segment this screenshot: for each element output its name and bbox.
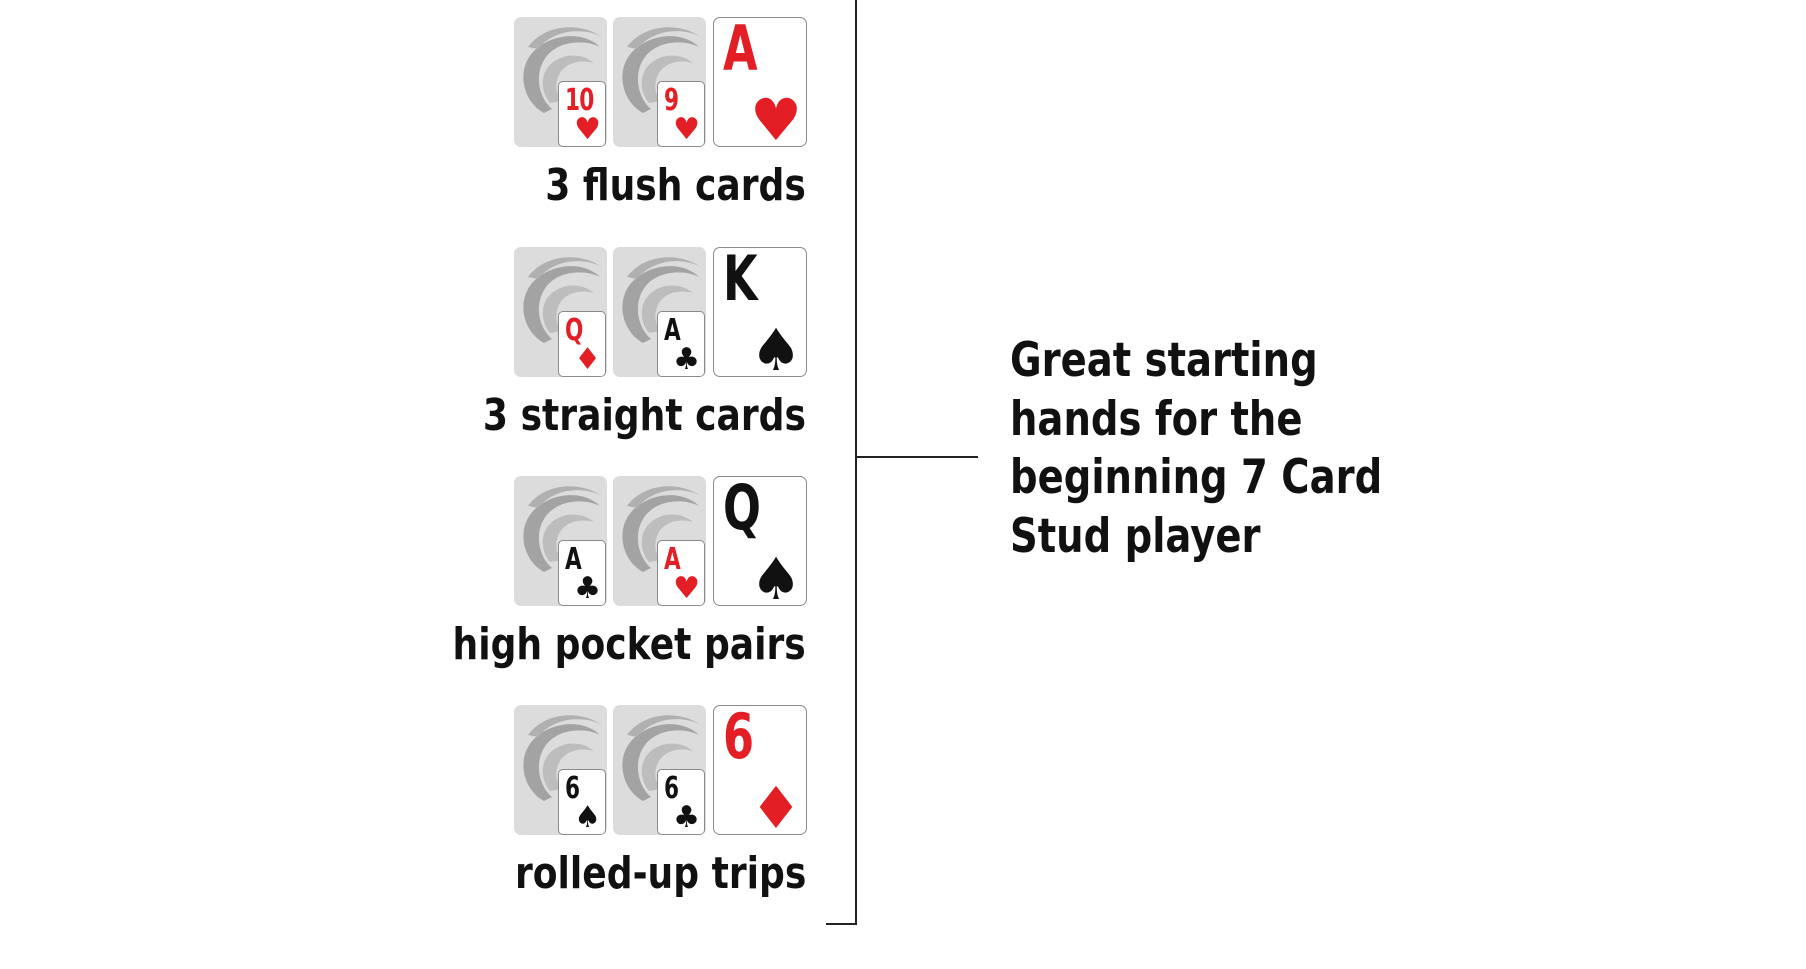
- card-back-logo-icon: [523, 257, 602, 343]
- up-card: A♥: [713, 12, 807, 152]
- card-rank: K: [723, 242, 758, 315]
- hole-card: A♣: [613, 247, 706, 377]
- card-suit-icon: ♥: [574, 112, 601, 147]
- hole-card: 6♣: [613, 705, 706, 835]
- hand-label: high pocket pairs: [452, 619, 806, 670]
- card-rank: 10: [565, 83, 594, 118]
- up-card: K♠: [713, 242, 807, 382]
- bracket-vertical-line: [855, 0, 857, 925]
- hole-card: 6♠: [514, 705, 607, 835]
- card-suit-icon: ♦: [750, 774, 802, 842]
- hole-card-peek: Q♦: [558, 311, 606, 377]
- hand-label: 3 flush cards: [545, 160, 806, 211]
- hole-card-peek: A♥: [657, 540, 705, 606]
- card-rank: A: [723, 12, 758, 85]
- hole-card-peek: 9♥: [657, 81, 705, 147]
- hole-card: 10♥: [514, 17, 607, 147]
- card-suit-icon: ♠: [750, 316, 802, 384]
- card-suit-icon: ♥: [673, 112, 700, 147]
- card-row: 6♠6♣6♦: [514, 700, 809, 840]
- card-suit-icon: ♥: [750, 86, 802, 154]
- hole-card-peek: 6♠: [558, 769, 606, 835]
- bracket-bottom-tick: [826, 923, 857, 925]
- hole-card: A♥: [613, 476, 706, 606]
- card-suit-icon: ♣: [673, 800, 700, 835]
- card-back-logo-icon: [622, 715, 701, 801]
- card-suit-icon: ♠: [574, 800, 601, 835]
- up-card: 6♦: [713, 700, 807, 840]
- card-suit-icon: ♣: [673, 342, 700, 377]
- card-back-logo-icon: [523, 715, 602, 801]
- card-suit-icon: ♥: [673, 571, 700, 606]
- card-back-logo-icon: [523, 486, 602, 572]
- card-rank: A: [664, 542, 681, 577]
- card-rank: Q: [565, 313, 583, 348]
- card-suit-icon: ♣: [574, 571, 601, 606]
- card-row: Q♦A♣K♠: [514, 242, 809, 382]
- caption-text: Great starting hands for the beginning 7…: [1010, 333, 1383, 564]
- hand-label: rolled-up trips: [514, 848, 806, 899]
- hole-card: 9♥: [613, 17, 706, 147]
- card-rank: 6: [723, 700, 755, 773]
- hand-label: 3 straight cards: [482, 390, 806, 441]
- card-suit-icon: ♦: [574, 342, 601, 377]
- card-rank: A: [664, 313, 681, 348]
- card-back-logo-icon: [523, 27, 602, 113]
- card-rank: A: [565, 542, 582, 577]
- hole-card-peek: 6♣: [657, 769, 705, 835]
- hole-card-peek: A♣: [657, 311, 705, 377]
- card-rank: Q: [723, 471, 761, 544]
- hole-card: A♣: [514, 476, 607, 606]
- card-rank: 6: [664, 771, 679, 806]
- hole-card-peek: A♣: [558, 540, 606, 606]
- card-rank: 6: [565, 771, 580, 806]
- card-back-logo-icon: [622, 257, 701, 343]
- up-card: Q♠: [713, 471, 807, 611]
- card-rank: 9: [664, 83, 679, 118]
- card-row: 10♥9♥A♥: [514, 12, 809, 152]
- card-suit-icon: ♠: [750, 545, 802, 613]
- hole-card-peek: 10♥: [558, 81, 606, 147]
- card-back-logo-icon: [622, 27, 701, 113]
- bracket-connector-line: [855, 456, 978, 458]
- hole-card: Q♦: [514, 247, 607, 377]
- card-row: A♣A♥Q♠: [514, 471, 809, 611]
- card-back-logo-icon: [622, 486, 701, 572]
